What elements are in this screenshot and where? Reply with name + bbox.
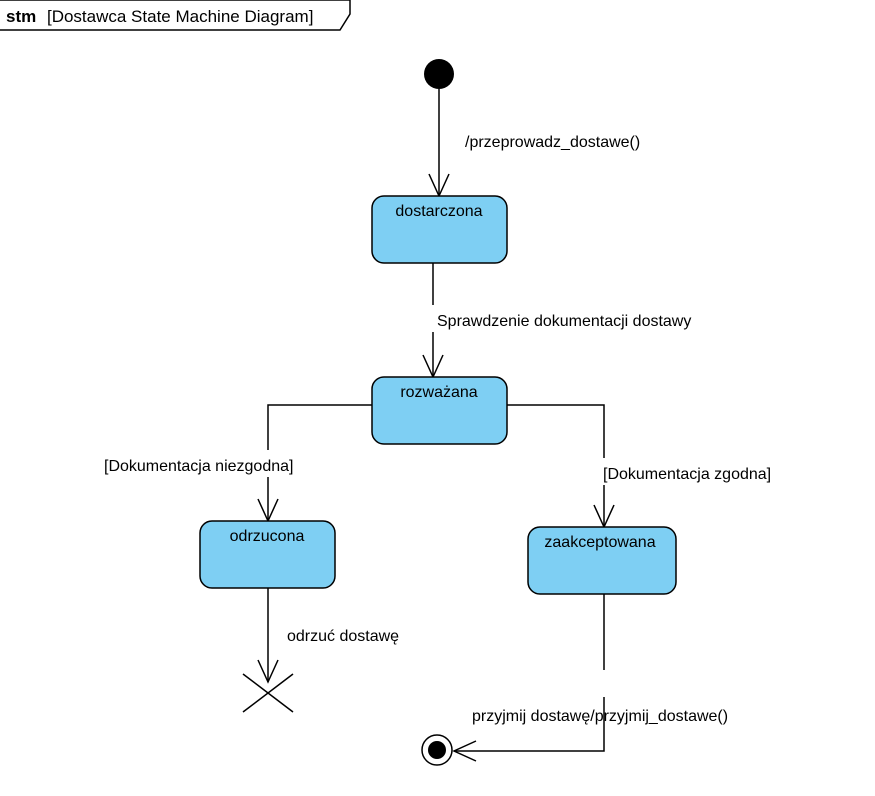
transition-label-przyjmij: przyjmij dostawę/przyjmij_dostawe() <box>472 708 728 725</box>
final-node-dot <box>428 741 446 759</box>
state-box <box>527 526 677 595</box>
state-name-rozwazana: rozważana <box>400 384 477 401</box>
transition-label-sprawdzenie: Sprawdzenie dokumentacji dostawy <box>437 313 691 330</box>
edge-odrzucona-to-terminate <box>257 588 279 684</box>
edge-zaakceptowana-to-final <box>452 594 605 762</box>
frame-tab-outline <box>0 0 351 31</box>
terminate-node <box>242 673 294 713</box>
state-odrzucona: odrzucona <box>199 520 336 589</box>
state-box <box>371 376 508 445</box>
transition-label-niezgodna: [Dokumentacja niezgodna] <box>104 458 293 475</box>
edge-line-a <box>267 404 372 450</box>
state-rozwazana: rozważana <box>371 376 508 445</box>
state-name-zaakceptowana: zaakceptowana <box>544 534 655 551</box>
state-zaakceptowana: zaakceptowana <box>527 526 677 595</box>
state-name-odrzucona: odrzucona <box>230 528 305 545</box>
initial-node <box>424 59 454 89</box>
frame-keyword: stm <box>6 7 36 26</box>
arrowhead <box>257 659 279 684</box>
state-box <box>371 195 508 264</box>
final-node <box>421 734 453 766</box>
arrowhead <box>452 740 477 762</box>
transition-label-odrzuc: odrzuć dostawę <box>287 628 399 645</box>
edge-rozwazana-to-zaakceptowana <box>507 404 615 529</box>
terminate-stroke-b <box>242 673 294 713</box>
frame-title: [Dostawca State Machine Diagram] <box>47 7 313 26</box>
transition-label-przeprowadz: /przeprowadz_dostawe() <box>465 134 640 151</box>
edge-line-b <box>454 697 605 752</box>
state-name-dostarczona: dostarczona <box>395 203 482 220</box>
diagram-frame-tab: stm [Dostawca State Machine Diagram] <box>0 0 351 31</box>
state-dostarczona: dostarczona <box>371 195 508 264</box>
svg-text:stm [Dostawca State Mach: stm [Dostawca State Machine Diagram] <box>6 7 313 26</box>
edge-initial-to-dostarczona <box>428 89 450 198</box>
transition-label-zgodna: [Dokumentacja zgodna] <box>603 466 771 483</box>
edge-line-a <box>507 404 605 458</box>
